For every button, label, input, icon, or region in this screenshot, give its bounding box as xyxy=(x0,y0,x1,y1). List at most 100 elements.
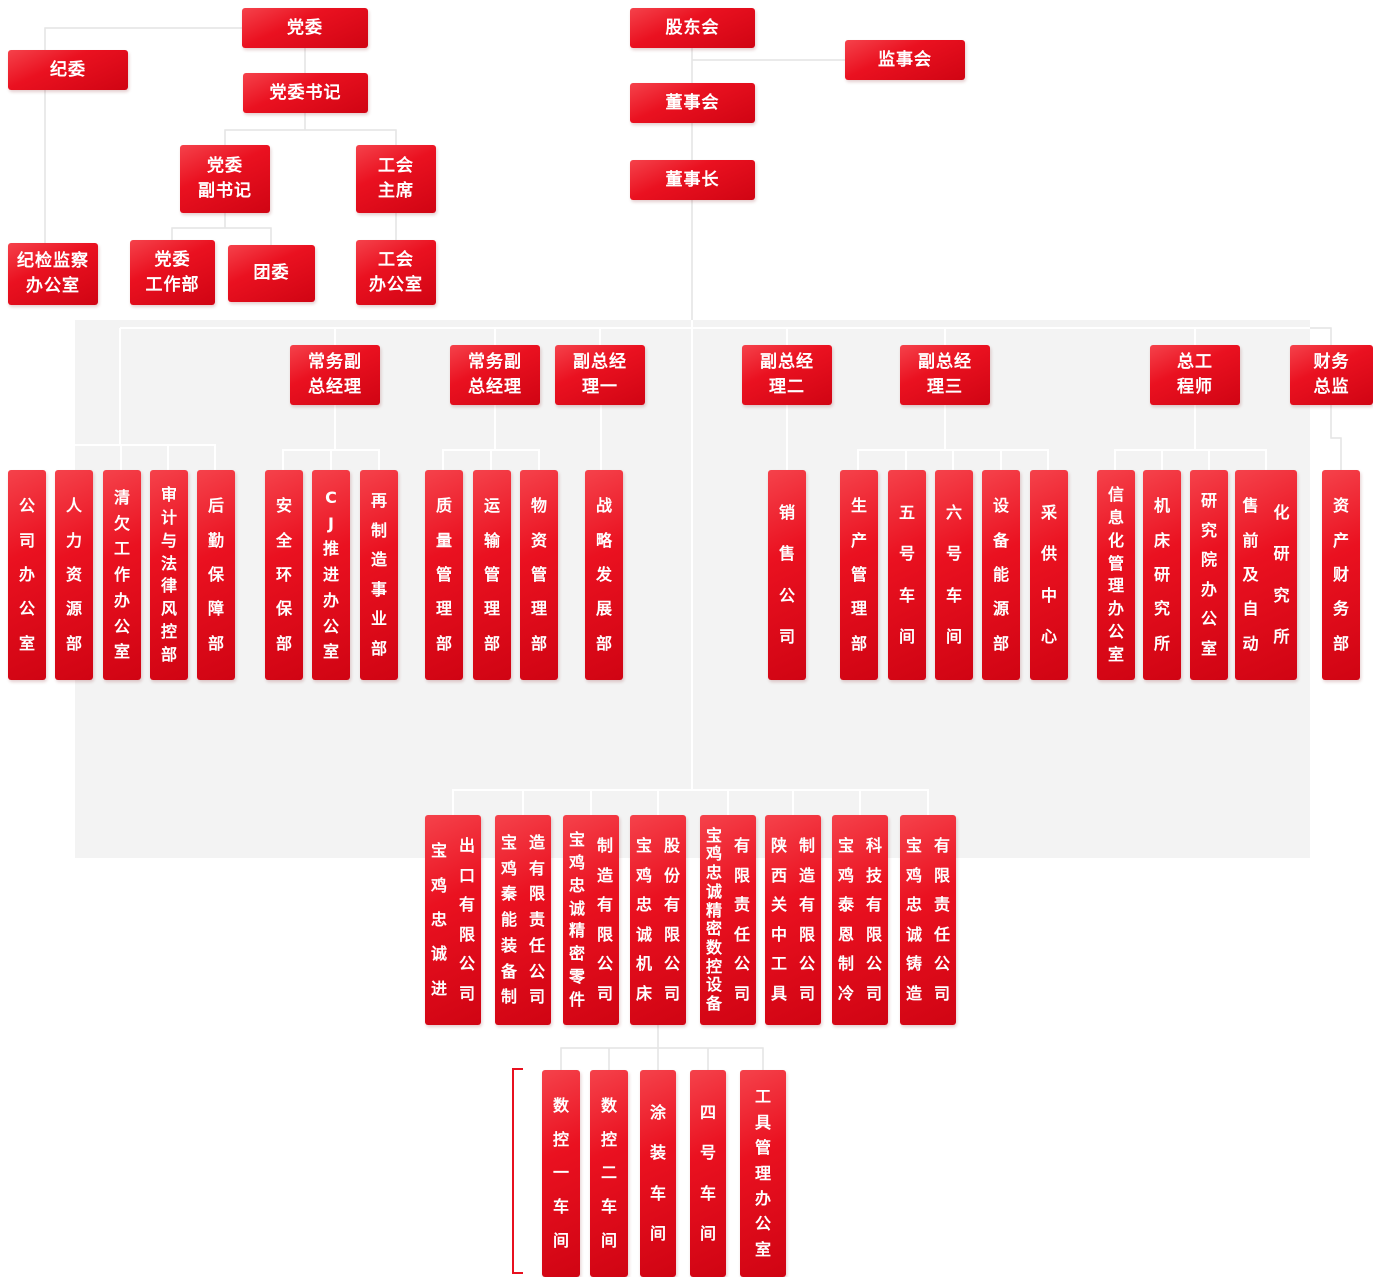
node-label: 宝鸡忠诚精密数控设备 xyxy=(705,825,722,1014)
dept-workshop-6: 六号车间 xyxy=(935,470,973,680)
node-label: 资产财务部 xyxy=(1332,496,1349,653)
subsidiary-taien-refrigeration: 宝鸡泰恩制冷 科技有限公司 xyxy=(832,815,888,1025)
node-label: 监事会 xyxy=(878,49,932,70)
exec-vice-gm-3: 副总经 理三 xyxy=(900,345,990,405)
node-label: 审计与法律风控部 xyxy=(160,484,177,664)
node-label: 机床研究所 xyxy=(1153,496,1170,653)
workshop-painting: 涂装车间 xyxy=(640,1070,676,1277)
node-label: 质量管理部 xyxy=(435,496,452,653)
node-label: 出口有限公司 xyxy=(458,836,475,1003)
node-label: 董事长 xyxy=(665,169,720,190)
dept-materials: 物资管理部 xyxy=(520,470,558,680)
node-label: 有限责任公司 xyxy=(933,836,950,1003)
subsidiary-precision-parts: 宝鸡忠诚精密零件 制造有限公司 xyxy=(563,815,619,1025)
node-label: 涂装车间 xyxy=(649,1102,666,1244)
node-deputy-party-secretary: 党委 副书记 xyxy=(180,145,270,213)
exec-deputy-gm-1: 常务副 总经理 xyxy=(290,345,380,405)
workshop-group-bracket-left xyxy=(512,1068,523,1274)
dept-debt-clearance-office: 清欠工作办公室 xyxy=(103,470,141,680)
dept-safety-environment: 安全环保部 xyxy=(265,470,303,680)
dept-machine-tool-institute: 机床研究所 xyxy=(1143,470,1181,680)
exec-chief-engineer: 总工 程师 xyxy=(1150,345,1240,405)
node-label: 制造有限公司 xyxy=(798,836,815,1003)
node-label: 常务副 总经理 xyxy=(468,352,522,397)
node-label: 股东会 xyxy=(665,17,720,38)
node-label: 制造有限公司 xyxy=(596,836,613,1003)
node-youth-league: 团委 xyxy=(228,245,315,302)
node-label: 工具管理办公室 xyxy=(754,1087,771,1259)
node-party-work-dept: 党委 工作部 xyxy=(130,240,215,305)
dept-strategy-development: 战略发展部 xyxy=(585,470,623,680)
dept-audit-legal-risk: 审计与法律风控部 xyxy=(150,470,188,680)
node-label: 陕西关中工具 xyxy=(770,836,787,1003)
dept-equipment-energy: 设备能源部 xyxy=(982,470,1020,680)
node-label: 战略发展部 xyxy=(595,496,612,653)
node-label: 宝鸡秦能装备制 xyxy=(500,832,517,1007)
node-label: 副总经 理三 xyxy=(918,352,972,397)
node-label: 有限责任公司 xyxy=(733,836,750,1003)
node-label: 党委书记 xyxy=(269,82,342,103)
node-label: 安全环保部 xyxy=(275,496,292,653)
node-label: 清欠工作办公室 xyxy=(113,487,130,662)
node-label: 宝鸡泰恩制冷 xyxy=(837,836,854,1003)
node-label: 采供中心 xyxy=(1040,503,1057,646)
node-union-office: 工会 办公室 xyxy=(356,240,436,305)
node-label: 运输管理部 xyxy=(483,496,500,653)
node-label: 财务 总监 xyxy=(1313,352,1350,397)
subsidiary-cnc-equipment: 宝鸡忠诚精密数控设备 有限责任公司 xyxy=(700,815,756,1025)
dept-research-institute-office: 研究院办公室 xyxy=(1190,470,1228,680)
node-discipline-committee: 纪委 xyxy=(8,50,128,90)
subsidiary-qinneng-equipment: 宝鸡秦能装备制 造有限责任公司 xyxy=(495,815,551,1025)
node-label: 董事会 xyxy=(665,92,720,113)
node-label: 公司办公室 xyxy=(18,496,35,653)
exec-deputy-gm-2: 常务副 总经理 xyxy=(450,345,540,405)
dept-presales-automation-institute: 售前及自动 化研究所 xyxy=(1235,470,1297,680)
workshop-no-4: 四号车间 xyxy=(690,1070,726,1277)
node-label: 副总经 理一 xyxy=(573,352,627,397)
node-label: 数控一车间 xyxy=(552,1095,569,1251)
node-label: 生产管理部 xyxy=(850,496,867,653)
node-label: 五号车间 xyxy=(898,503,915,646)
workshop-tool-management-office: 工具管理办公室 xyxy=(740,1070,786,1277)
node-label: 工会 办公室 xyxy=(369,249,423,295)
node-label: 再制造事业部 xyxy=(370,491,387,658)
node-label: 造有限责任公司 xyxy=(528,832,545,1007)
workshop-cnc-2: 数控二车间 xyxy=(590,1070,628,1277)
dept-quality: 质量管理部 xyxy=(425,470,463,680)
subsidiary-import-export: 宝鸡忠诚进 出口有限公司 xyxy=(425,815,481,1025)
node-label: 人力资源部 xyxy=(65,496,82,653)
node-label: 党委 xyxy=(287,17,323,38)
node-label: 副总经 理二 xyxy=(760,352,814,397)
subsidiary-casting: 宝鸡忠诚铸造 有限责任公司 xyxy=(900,815,956,1025)
node-label: 售前及自动 xyxy=(1242,496,1259,653)
dept-logistics-support: 后勤保障部 xyxy=(197,470,235,680)
node-discipline-inspection-office: 纪检监察 办公室 xyxy=(8,243,98,305)
node-board-of-directors: 董事会 xyxy=(630,83,755,123)
node-label: 四号车间 xyxy=(699,1102,716,1244)
node-label: 党委 副书记 xyxy=(198,156,252,201)
dept-production: 生产管理部 xyxy=(840,470,878,680)
node-label: 设备能源部 xyxy=(992,496,1009,653)
workshop-cnc-1: 数控一车间 xyxy=(542,1070,580,1277)
node-shareholders-meeting: 股东会 xyxy=(630,8,755,48)
node-chairman: 董事长 xyxy=(630,160,755,200)
node-supervisory-board: 监事会 xyxy=(845,40,965,80)
node-label: 团委 xyxy=(253,263,290,284)
dept-procurement-center: 采供中心 xyxy=(1030,470,1068,680)
exec-vice-gm-1: 副总经 理一 xyxy=(555,345,645,405)
dept-workshop-5: 五号车间 xyxy=(888,470,926,680)
node-party-committee: 党委 xyxy=(242,8,368,48)
dept-sales-company: 销售公司 xyxy=(768,470,806,680)
exec-vice-gm-2: 副总经 理二 xyxy=(742,345,832,405)
dept-asset-finance: 资产财务部 xyxy=(1322,470,1360,680)
node-party-secretary: 党委书记 xyxy=(243,73,368,113)
node-label: 数控二车间 xyxy=(600,1095,617,1251)
dept-company-office: 公司办公室 xyxy=(8,470,46,680)
subsidiary-machine-tool-co: 宝鸡忠诚机床 股份有限公司 xyxy=(630,815,686,1025)
node-label: 纪委 xyxy=(50,59,86,80)
node-label: 信息化管理办公室 xyxy=(1107,484,1124,664)
